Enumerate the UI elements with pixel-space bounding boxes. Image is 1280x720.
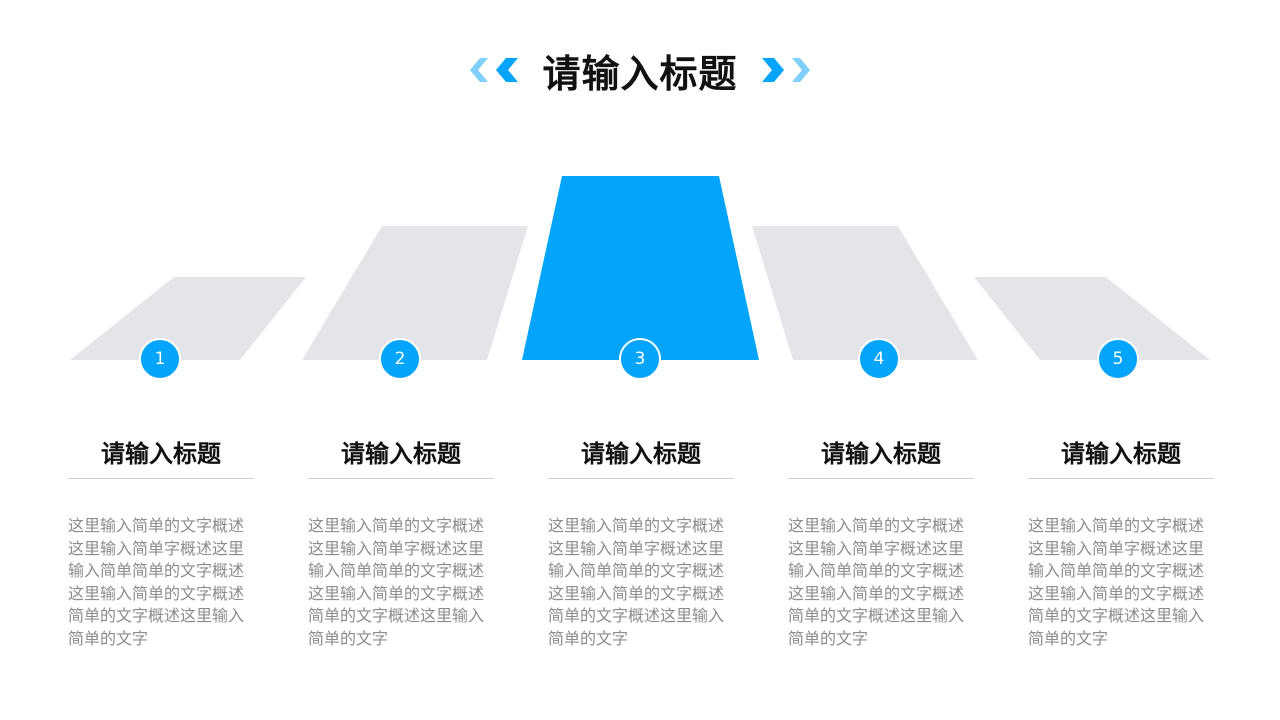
step-title: 请输入标题 [101, 440, 221, 468]
step-shape-1 [70, 277, 306, 360]
step-description: 这里输入简单的文字概述这里输入简单字概述这里输入简单简单的文字概述这里输入简单的… [308, 516, 485, 648]
step-title: 请输入标题 [581, 440, 701, 468]
step-description: 这里输入简单的文字概述这里输入简单字概述这里输入简单简单的文字概述这里输入简单的… [548, 516, 725, 648]
step-shape-4 [752, 226, 978, 360]
step-title: 请输入标题 [341, 440, 461, 468]
step-number-badge-1: 1 [139, 338, 181, 380]
step-card-3: 请输入标题 这里输入简单的文字概述这里输入简单字概述这里输入简单简单的文字概述这… [548, 436, 734, 650]
divider [68, 478, 254, 479]
step-description: 这里输入简单的文字概述这里输入简单字概述这里输入简单简单的文字概述这里输入简单的… [1028, 516, 1205, 648]
step-title: 请输入标题 [1061, 440, 1181, 468]
page-title: 请输入标题 [542, 51, 738, 96]
divider [788, 478, 974, 479]
step-card-2: 请输入标题 这里输入简单的文字概述这里输入简单字概述这里输入简单简单的文字概述这… [308, 436, 494, 650]
step-title: 请输入标题 [821, 440, 941, 468]
header: 请输入标题 [0, 40, 1280, 100]
step-number-badge-5: 5 [1097, 338, 1139, 380]
divider [548, 478, 734, 479]
step-description: 这里输入简单的文字概述这里输入简单字概述这里输入简单简单的文字概述这里输入简单的… [68, 516, 245, 648]
step-number-badge-3: 3 [619, 338, 661, 380]
double-chevron-left-icon [470, 56, 520, 84]
step-number-badge-2: 2 [379, 338, 421, 380]
divider [1028, 478, 1214, 479]
step-shape-5 [974, 277, 1210, 360]
step-number-badge-4: 4 [858, 338, 900, 380]
step-description: 这里输入简单的文字概述这里输入简单字概述这里输入简单简单的文字概述这里输入简单的… [788, 516, 965, 648]
step-shape-3 [522, 176, 759, 360]
double-chevron-right-icon [760, 56, 810, 84]
divider [308, 478, 494, 479]
step-shape-2 [302, 226, 528, 360]
steps-diagram [70, 176, 1210, 360]
step-card-5: 请输入标题 这里输入简单的文字概述这里输入简单字概述这里输入简单简单的文字概述这… [1028, 436, 1214, 650]
step-card-4: 请输入标题 这里输入简单的文字概述这里输入简单字概述这里输入简单简单的文字概述这… [788, 436, 974, 650]
step-card-1: 请输入标题 这里输入简单的文字概述这里输入简单字概述这里输入简单简单的文字概述这… [68, 436, 254, 650]
